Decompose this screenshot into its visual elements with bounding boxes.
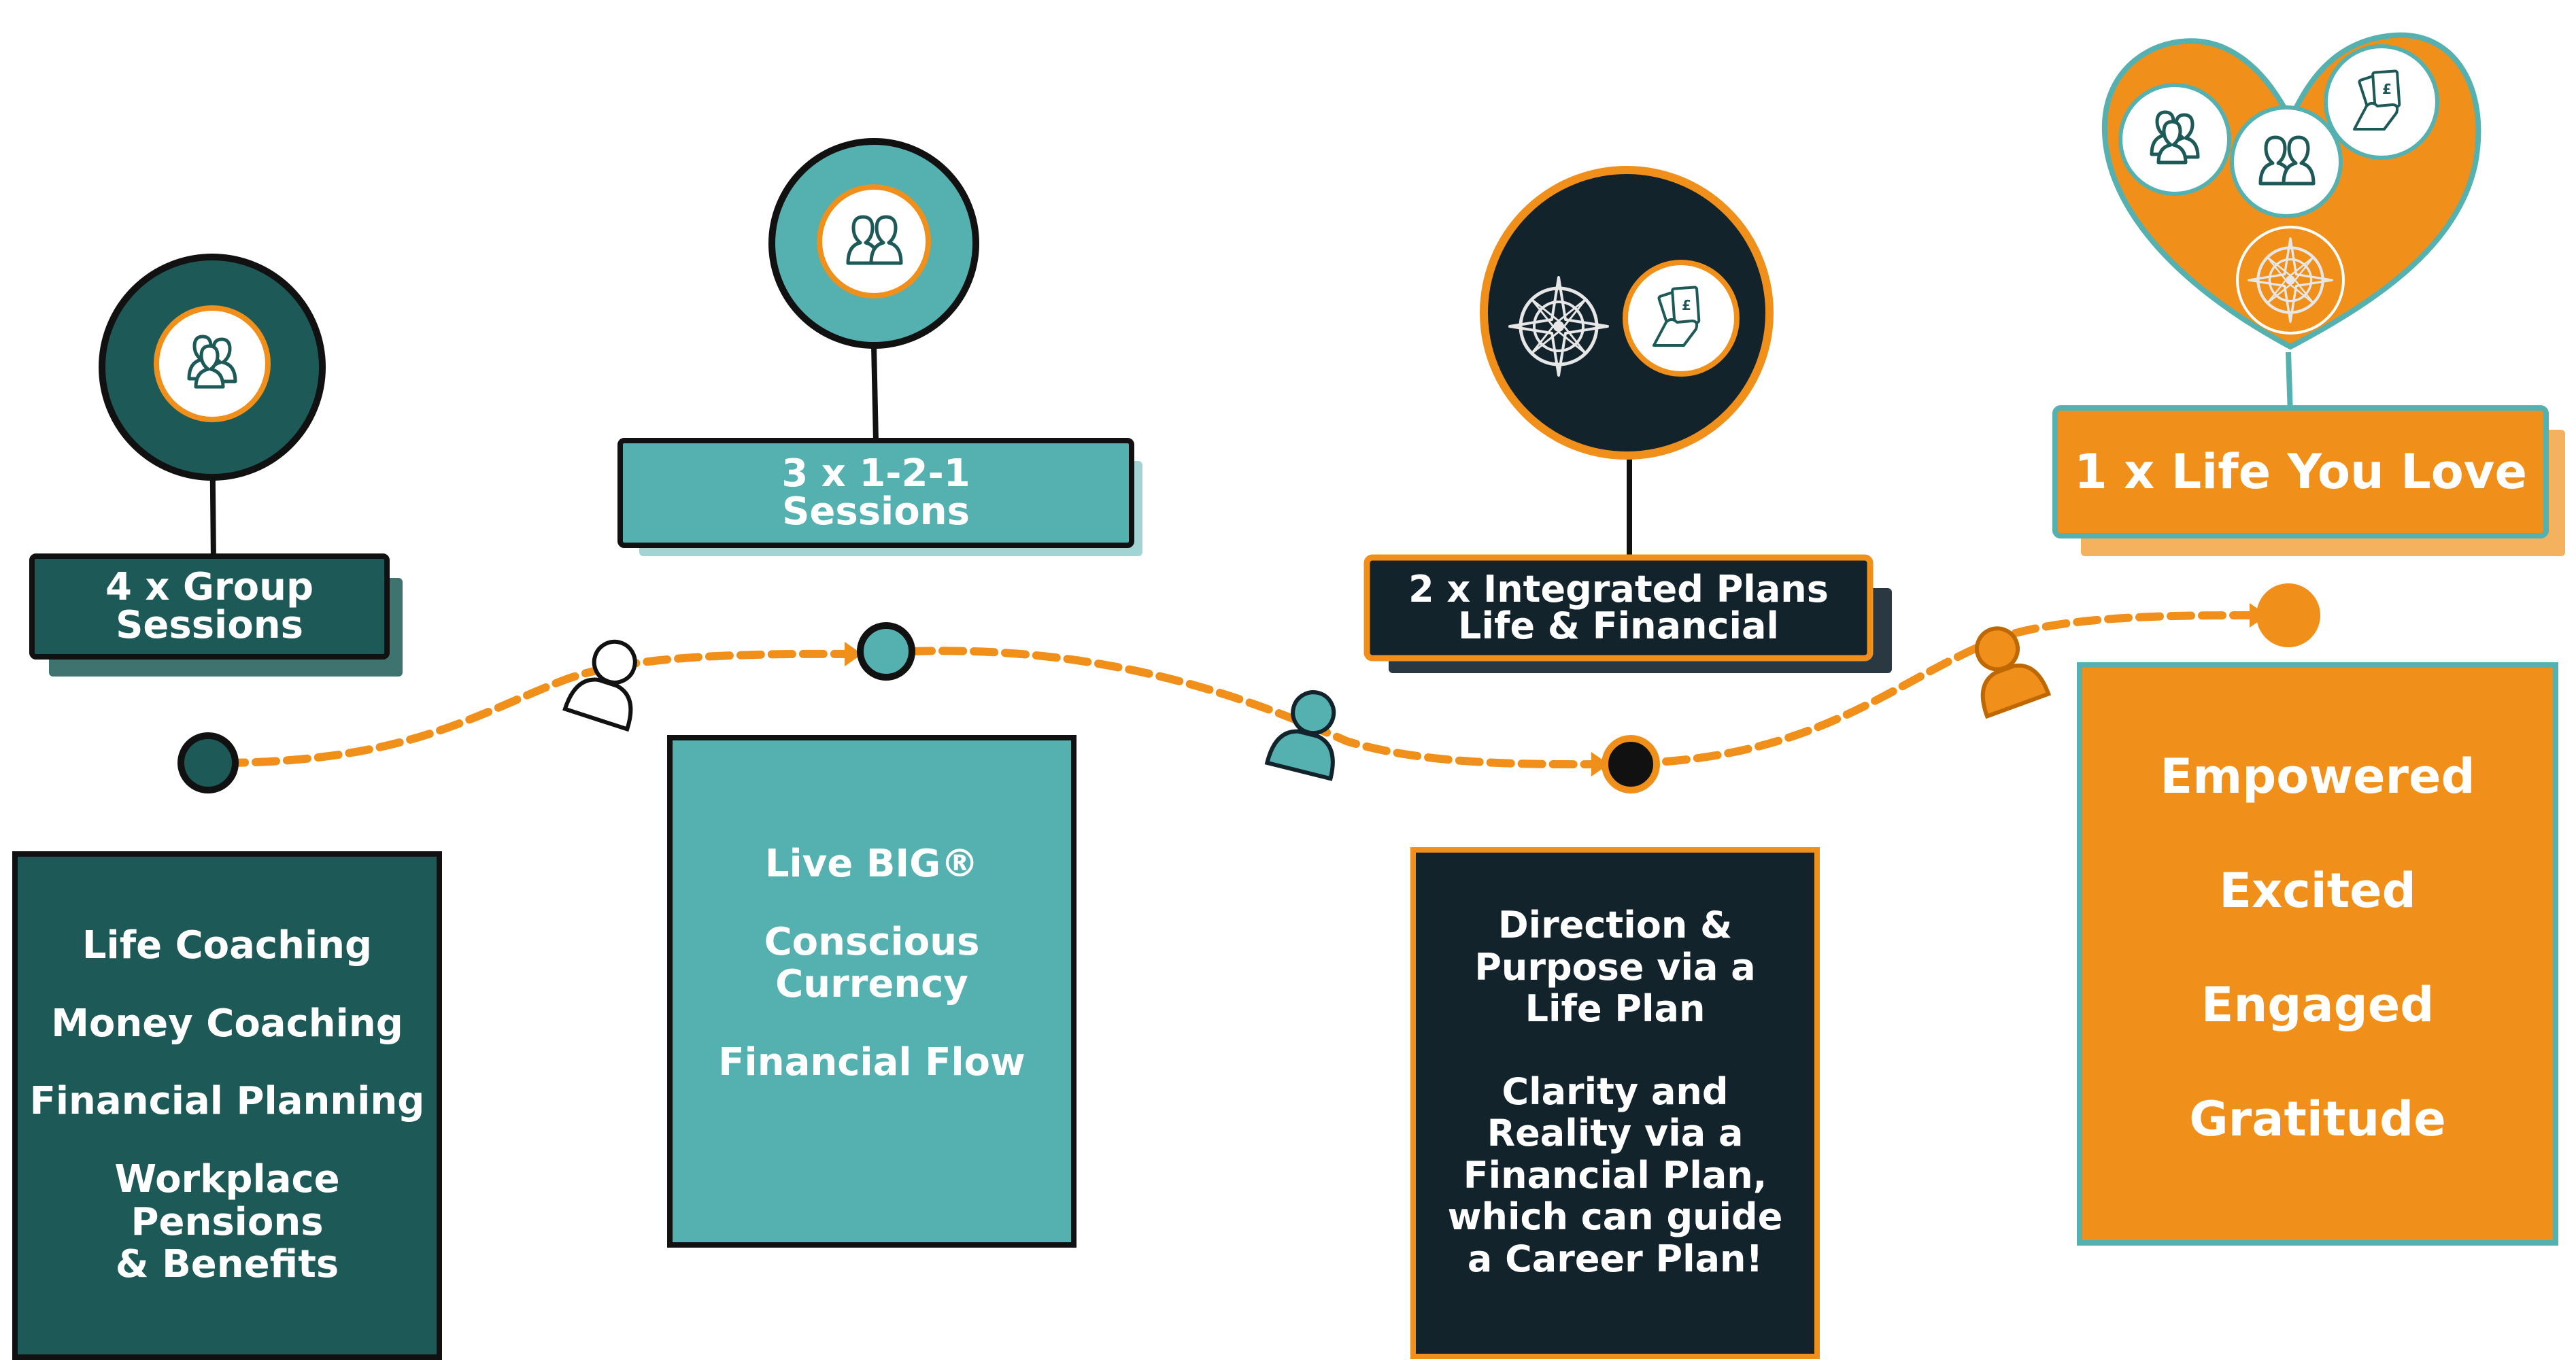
step3-item: Direction & [1497,904,1733,946]
step4-item: Gratitude [2189,1091,2446,1147]
step2-item: Financial Flow [718,1040,1026,1085]
walker-white [565,632,652,729]
walker-orange [1960,619,2049,717]
step2-node-circle [768,138,979,349]
step3-item: which can guide [1447,1195,1783,1239]
step1-item: & Benefits [115,1242,339,1287]
step4-item: Empowered [2160,749,2475,804]
step1-item: Financial Planning [29,1079,425,1124]
step4-title-line: 1 x Life You Love [2074,444,2527,500]
step3-item: Life Plan [1525,987,1706,1031]
step4-item: Engaged [2201,977,2435,1033]
step4-item: Excited [2219,863,2416,919]
person-icon [1960,619,2049,717]
step2-item: Currency [775,962,968,1007]
step3-title: 2 x Integrated Plans Life & Financial [1371,562,1866,654]
step1-node-circle [99,254,326,481]
step1-title-line: Sessions [116,603,303,647]
person-icon [565,632,652,729]
step1-title: 4 x Group Sessions [35,559,384,654]
step3-item: Financial Plan, [1463,1153,1767,1197]
step4-panel: Empowered Excited Engaged Gratitude [2082,748,2553,1169]
step3-item: a Career Plan! [1467,1237,1763,1280]
step3-panel: Direction & Purpose via a Life Plan Clar… [1416,904,1814,1312]
step3-item: Purpose via a [1474,945,1756,989]
step4-title: 1 x Life You Love [2059,412,2542,532]
step1-item: Workplace [114,1157,340,1201]
step3-item: Clarity and [1502,1070,1729,1113]
step2-title: 3 x 1-2-1 Sessions [623,443,1129,543]
walker-teal [1267,685,1350,779]
step4-heart [2101,32,2481,350]
step1-item: Money Coaching [51,1001,403,1046]
person-icon [1267,685,1350,779]
step2-panel: Live BIG® Conscious Currency Financial F… [673,842,1071,1129]
step2-title-line: 3 x 1-2-1 [781,451,970,496]
step1-item: Pensions [131,1199,324,1244]
step3-node-circle [1480,166,1774,460]
step3-title-line: 2 x Integrated Plans [1408,568,1829,611]
step2-title-line: Sessions [782,490,970,534]
step3-item: Reality via a [1487,1112,1744,1155]
step2-item: Conscious [764,919,980,964]
step3-title-line: Life & Financial [1458,604,1779,647]
step2-item: Live BIG® [764,842,979,886]
step1-title-line: 4 x Group [105,565,314,609]
step1-panel: Life Coaching Money Coaching Financial P… [18,857,437,1354]
step1-item: Life Coaching [82,923,373,968]
